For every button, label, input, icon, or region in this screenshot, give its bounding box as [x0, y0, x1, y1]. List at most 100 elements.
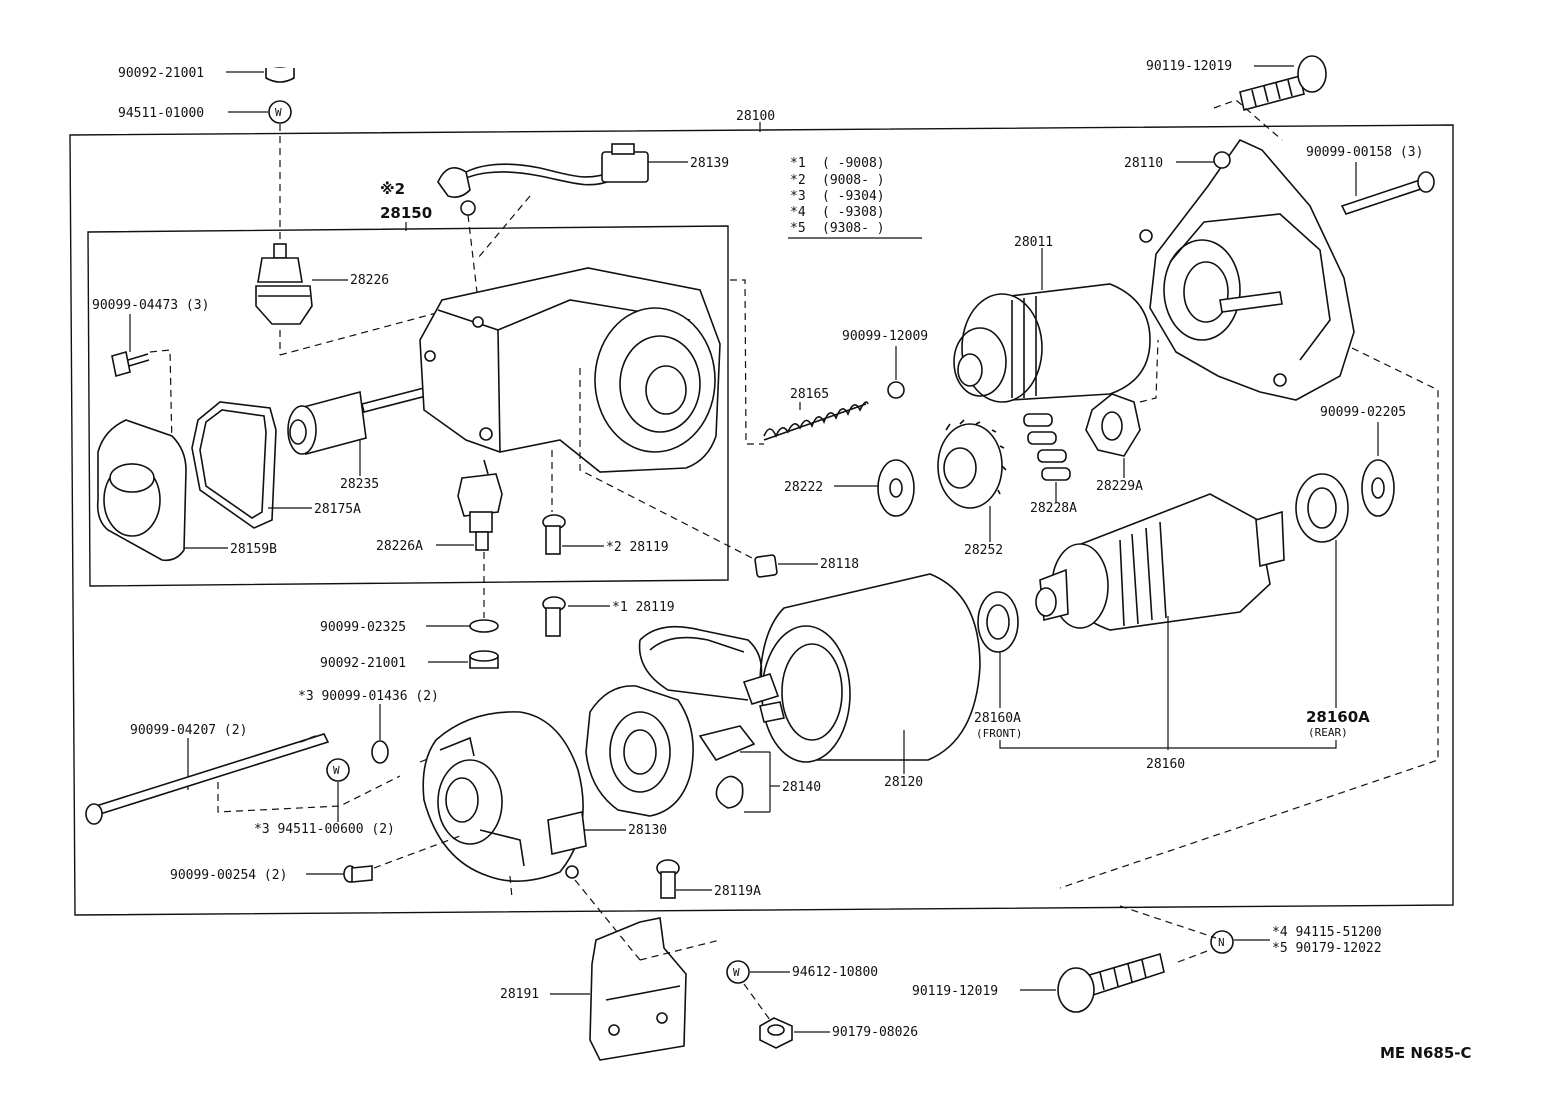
housing-28110: [1139, 138, 1355, 401]
cover-28159b: [96, 419, 187, 562]
lead-wire-28139: [437, 143, 649, 216]
solenoid-subframe: [87, 225, 729, 587]
screw-28119-1: [542, 596, 566, 637]
spring-28165: [763, 401, 869, 441]
label-28226: 28226: [350, 273, 389, 288]
armature-28160: [1035, 493, 1285, 631]
label-28118: 28118: [820, 557, 859, 572]
terminal-28226a: [457, 459, 503, 551]
ball-90099-12009: [887, 381, 905, 399]
legend-mark: *4: [790, 205, 806, 220]
brush-holder-28140: [585, 685, 756, 817]
label-90099-01436: *3 90099-01436 (2): [298, 689, 439, 704]
legend: *1 ( -9008) *2 (9008- ) *3 ( -9304) *4 (…: [788, 156, 922, 239]
label-90099-12009: 90099-12009: [842, 329, 928, 344]
end-frame-28130: [422, 711, 587, 882]
label-28165: 28165: [790, 387, 829, 402]
washer-90099-02325: [469, 619, 499, 633]
label-94115-51200: *4 94115-51200: [1272, 925, 1382, 940]
label-90099-04207: 90099-04207 (2): [130, 723, 247, 738]
svg-text:N: N: [1218, 936, 1225, 949]
label-90179-12022: *5 90179-12022: [1272, 941, 1382, 956]
rollers-28228a: [1023, 413, 1071, 481]
svg-text:W: W: [333, 764, 340, 777]
label-94511-01000: 94511-01000: [118, 106, 204, 121]
legend-mark: *5: [790, 221, 806, 236]
label-28160a-front-note: (FRONT): [976, 727, 1022, 740]
label-28191: 28191: [500, 987, 539, 1002]
label-90099-02205: 90099-02205: [1320, 405, 1406, 420]
solenoid-mark: ※2: [380, 180, 405, 198]
label-90099-02325: 90099-02325: [320, 620, 406, 635]
nut-90092-top: [265, 67, 295, 83]
label-28160: 28160: [1146, 757, 1185, 772]
label-28130: 28130: [628, 823, 667, 838]
label-90099-00158: 90099-00158 (3): [1306, 145, 1423, 160]
label-28110: 28110: [1124, 156, 1163, 171]
plunger-28235: [287, 387, 427, 456]
label-28119-2: *2 28119: [606, 540, 669, 555]
gasket-28175a: [191, 401, 277, 529]
gear-28252: [937, 419, 1007, 509]
bushing-28118: [754, 554, 778, 578]
label-28160a-rear: 28160A: [1306, 708, 1370, 726]
svg-text:W: W: [733, 966, 740, 979]
legend-mark: *3: [790, 189, 806, 204]
bolt-90099-04473: [111, 350, 150, 378]
washer-90099-01436: [371, 740, 389, 764]
label-28139: 28139: [690, 156, 729, 171]
screw-90099-00254: [343, 865, 373, 883]
nut-90092-mid: [469, 650, 499, 669]
bearing-28160a-rear: [1295, 473, 1349, 543]
label-28252: 28252: [964, 543, 1003, 558]
washer-94511-00600-icon: W: [326, 758, 350, 782]
washer-94612-icon: W: [726, 960, 750, 984]
label-28222: 28222: [784, 480, 823, 495]
label-28229a: 28229A: [1096, 479, 1143, 494]
bolt-90099-00158: [1340, 171, 1435, 215]
retainer-28229a: [1085, 393, 1141, 457]
legend-range: ( -9304): [822, 189, 885, 204]
label-90179-08026: 90179-08026: [832, 1025, 918, 1040]
screw-28119-2: [542, 514, 566, 555]
assembly-number: 28100: [736, 109, 775, 124]
label-94612-10800: 94612-10800: [792, 965, 878, 980]
nut-n-icon: N: [1210, 930, 1234, 954]
bolt-90119-bottom: [1057, 952, 1165, 1013]
nut-90179-08026: [759, 1017, 793, 1049]
legend-range: ( -9008): [822, 156, 885, 171]
solenoid-number: 28150: [380, 204, 432, 222]
assembly-frame: [69, 124, 1454, 916]
label-28159b: 28159B: [230, 542, 277, 557]
label-90119-12019-bottom: 90119-12019: [912, 984, 998, 999]
label-28235: 28235: [340, 477, 379, 492]
clutch-28011: [953, 283, 1151, 403]
label-28175a: 28175A: [314, 502, 361, 517]
screw-28119a: [656, 859, 680, 899]
solenoid-housing: [419, 267, 721, 473]
diagram-code: ME N685-C: [1380, 1044, 1472, 1062]
label-28160a-rear-note: (REAR): [1308, 726, 1348, 739]
svg-text:W: W: [275, 106, 282, 119]
washer-28222: [877, 459, 915, 517]
label-28160a-front: 28160A: [974, 711, 1021, 726]
legend-range: ( -9308): [822, 205, 885, 220]
label-94511-00600: *3 94511-00600 (2): [254, 822, 395, 837]
bolt-90119-top: [1239, 55, 1327, 111]
legend-mark: *2: [790, 173, 806, 188]
bracket-28191: [565, 865, 687, 1061]
through-bolt-90099-04207: [85, 733, 330, 825]
yoke-28120: [638, 573, 981, 763]
label-28120: 28120: [884, 775, 923, 790]
legend-range: (9008- ): [822, 173, 885, 188]
washer-90099-02205: [1361, 459, 1395, 517]
label-28119-1: *1 28119: [612, 600, 675, 615]
label-28119a: 28119A: [714, 884, 761, 899]
label-90099-04473: 90099-04473 (3): [92, 298, 209, 313]
label-28011: 28011: [1014, 235, 1053, 250]
bearing-28160a-front: [977, 591, 1019, 653]
label-28228a: 28228A: [1030, 501, 1077, 516]
terminal-28226: [255, 243, 313, 325]
label-90119-12019-top: 90119-12019: [1146, 59, 1232, 74]
